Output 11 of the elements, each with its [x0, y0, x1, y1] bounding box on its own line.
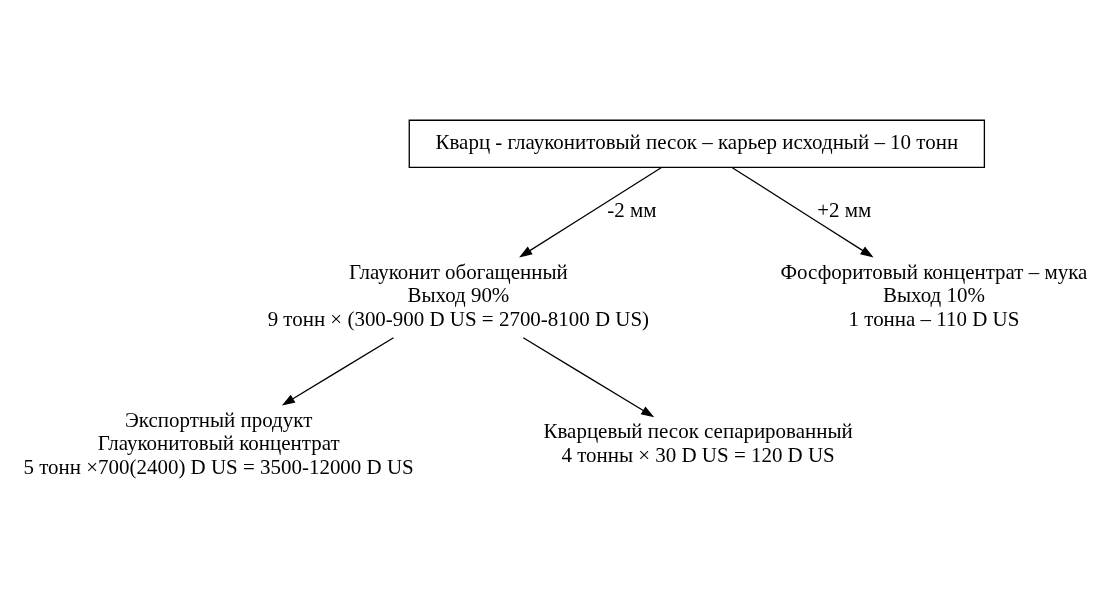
- edge-label: -2 мм: [607, 197, 657, 222]
- arrow: [281, 336, 395, 405]
- arrow: [522, 336, 655, 417]
- node-text: Фосфоритовый концентрат – мука Выход 10% 1 тонна – 110 D US: [780, 259, 1088, 331]
- arrow: [519, 166, 662, 257]
- node-text: Кварцевый песок сепарированный 4 тонны × 30 D US = 120 D US: [543, 418, 853, 467]
- node-box: Кварц - глауконитовый песок – карьер исходный – 10 тонн: [408, 119, 986, 168]
- edge-label: +2 мм: [817, 197, 872, 222]
- node-text: Глауконит обогащенный Выход 90% 9 тонн × (300-900 D US = 2700-8100 D US): [267, 259, 650, 331]
- node-text: Экспортный продукт Глауконитовый концентрат 5 тонн ×700(2400) D US = 3500-12000 D US: [23, 407, 414, 479]
- arrow: [731, 166, 874, 257]
